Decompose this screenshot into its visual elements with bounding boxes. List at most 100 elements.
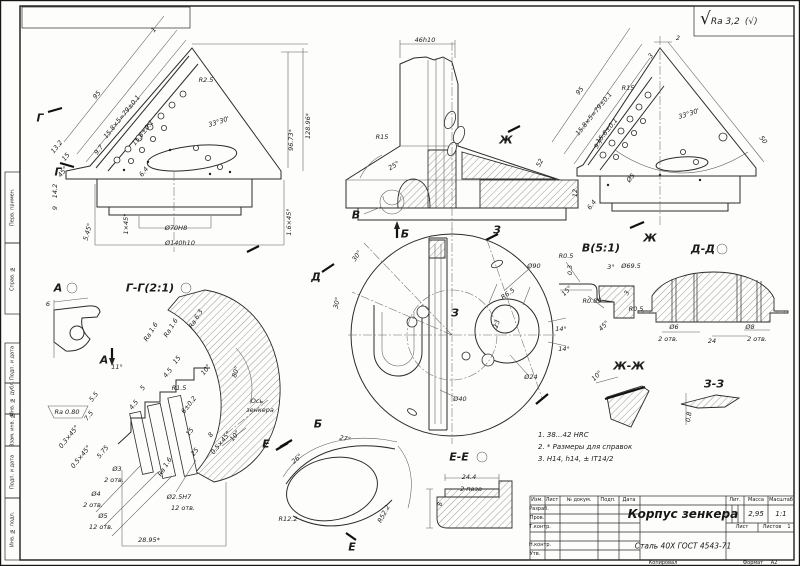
section-d-d xyxy=(637,243,789,337)
dim-label: 12 отв. xyxy=(89,522,113,531)
view-label: З-З xyxy=(703,377,725,391)
view-label: Е xyxy=(348,540,356,554)
tb-row-razrab: Разраб. xyxy=(529,506,549,512)
part-name: Корпус зенкера xyxy=(627,507,739,521)
view-label: А xyxy=(53,281,63,295)
dim-label: Ø6 xyxy=(669,322,679,331)
dim-label: Ø24 xyxy=(524,372,538,381)
tb-lit-label: Лит. xyxy=(729,497,741,503)
section-e-e xyxy=(426,451,513,529)
dim-label: 2 паза xyxy=(460,484,482,493)
view-label: З xyxy=(493,223,501,237)
view-label: Г xyxy=(36,111,44,125)
dim-label: 14.2 xyxy=(50,183,59,199)
view-label: Г-Г(2:1) xyxy=(125,281,175,295)
section-g-g xyxy=(47,289,289,547)
dim-label: Ø69.5 xyxy=(621,261,641,270)
tb-col-list: Лист xyxy=(545,497,559,503)
dim-label: Ø70H8 xyxy=(164,223,188,232)
dim-label: R15 xyxy=(375,132,389,141)
roughness-value: Ra 3,2 xyxy=(710,17,740,27)
view-main-middle xyxy=(345,40,579,241)
view-label: Д-Д xyxy=(690,242,716,256)
dim-label: R0.85 xyxy=(582,296,602,305)
view-label: Ж xyxy=(643,231,657,245)
tb-sheets-label: Листов xyxy=(762,524,782,530)
dim-label: 96.73* xyxy=(286,129,295,151)
dim-label: 0.3 xyxy=(565,264,574,276)
margin-stamp: Подп. и дата xyxy=(9,345,16,381)
dim-label: 2 xyxy=(675,33,681,42)
dim-label: зенкера xyxy=(246,405,274,414)
dim-label: 2 отв. xyxy=(83,500,103,509)
margin-stamp: Взам. инв. № xyxy=(9,412,16,448)
dim-label: Ø2.5H7 xyxy=(166,492,192,501)
surface-roughness-mark: √Ra 3,2 (√) xyxy=(700,9,758,29)
dim-label: 9 xyxy=(50,205,59,211)
view-label: А xyxy=(99,353,109,367)
dim-label: R12.2 xyxy=(278,514,298,523)
tb-row-prov: Пров. xyxy=(529,515,545,521)
dim-label: R1.5 xyxy=(171,383,187,392)
dim-label: 14° xyxy=(558,344,570,353)
note-line: 2. * Размеры для справок xyxy=(538,443,633,451)
margin-stamp: Подп. и дата xyxy=(9,454,16,490)
format-value: А2 xyxy=(770,560,778,566)
part-material: Сталь 40Х ГОСТ 4543-71 xyxy=(634,541,732,551)
view-label: Ж-Ж xyxy=(613,359,645,373)
dim-label: Ось xyxy=(250,396,264,405)
dim-label: Ra 0.80 xyxy=(54,407,80,416)
tb-sheets-value: 1 xyxy=(787,524,791,530)
tb-col-data: Дата xyxy=(622,497,636,503)
view-a-small xyxy=(53,282,192,366)
margin-stamp: Инв. № подл. xyxy=(9,511,16,547)
view-label: Б xyxy=(313,417,323,431)
dim-label: 24.4 xyxy=(461,472,477,481)
dim-label: 6 xyxy=(45,299,51,308)
tb-row-nkontr: Н.контр. xyxy=(528,542,552,548)
tb-sheet-label: Лист xyxy=(735,524,749,530)
margin-stamp: Инв. № дубл. xyxy=(9,380,16,416)
note-line: 1. 38...42 HRC xyxy=(538,431,589,439)
dim-label: Ø4 xyxy=(91,489,101,498)
dim-label: R0.5 xyxy=(628,304,644,313)
dim-label: 12 отв. xyxy=(171,503,195,512)
view-label: Г xyxy=(54,165,62,179)
dim-label: 24 xyxy=(707,336,717,345)
tb-scale-value: 1:1 xyxy=(775,510,787,518)
dim-label: 46h10 xyxy=(414,35,436,44)
format-label: Формат xyxy=(742,560,764,566)
section-zh-zh xyxy=(595,376,650,428)
dim-label: 14° xyxy=(555,324,567,333)
roughness-check-icon: √ xyxy=(700,9,711,29)
dim-label: Ø5 xyxy=(98,511,108,520)
dim-label: 12 xyxy=(570,188,579,198)
note-line: 3. H14, h14, ± IT14/2 xyxy=(538,455,614,463)
dim-label: Ø90 xyxy=(527,261,541,270)
view-label: Д xyxy=(311,270,321,284)
dim-label: Ø3 xyxy=(112,464,122,473)
view-label: В(5:1) xyxy=(581,241,621,255)
dim-label: 11° xyxy=(111,362,123,371)
view-bottom-round xyxy=(321,228,567,444)
dim-label: 0.8 xyxy=(683,411,694,423)
dim-label: 128.96* xyxy=(303,113,312,139)
dim-label: R15 xyxy=(621,83,635,92)
tb-mass-label: Масса xyxy=(748,497,764,503)
view-label: Ж xyxy=(499,133,513,147)
technical-notes: 1. 38...42 HRC 2. * Размеры для справок … xyxy=(538,431,632,467)
view-label: Е-Е xyxy=(449,450,469,464)
tb-scale-label: Масштаб xyxy=(769,497,793,503)
tb-col-podp: Подп. xyxy=(600,497,616,503)
tb-mass-value: 2,95 xyxy=(748,510,764,518)
detail-v-5-1 xyxy=(559,261,635,319)
view-label: В xyxy=(351,208,361,222)
dim-label: 8 xyxy=(435,501,444,507)
dim-label: R2.5 xyxy=(198,75,214,84)
section-z-z xyxy=(680,393,741,425)
title-block-grid xyxy=(529,495,795,561)
view-label: З xyxy=(451,306,459,320)
view-main-right xyxy=(551,27,765,230)
